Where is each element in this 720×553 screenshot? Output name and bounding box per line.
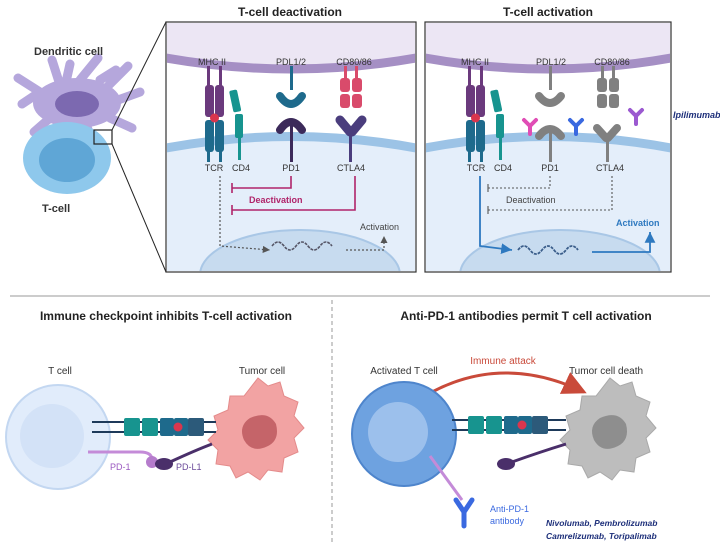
anti-pd1-antibody-label-1: Anti-PD-1 [490,504,529,514]
t-cell-label-bottom: T cell [48,366,72,377]
label-pdl1-2-active: PDL1/2 [536,57,566,67]
label-tcr: TCR [205,163,224,173]
tumor-cell [207,377,305,481]
anti-pd1-panel: Anti-PD-1 antibodies permit T cell activ… [351,309,657,541]
label-pd1: PD1 [282,163,300,173]
zoom-line-bottom [111,143,167,273]
t-cell-small [23,122,111,194]
tcr-mhc-bridge [92,418,216,436]
dendritic-tcell-illustration: Dendritic cell T-cell [13,21,167,273]
pd1-bound-antibody [428,455,475,529]
mhc-tcr-complex-active [466,66,504,162]
zoom-line-top [111,21,167,131]
label-tcr-active: TCR [467,163,486,173]
checkpoint-panel-title: Immune checkpoint inhibits T-cell activa… [40,309,292,323]
mhc-tcr-complex [205,66,243,162]
activation-panel: T-cell activation [424,5,672,273]
activation-solid-path [479,176,513,255]
deactivation-label-active: Deactivation [506,195,556,205]
pdl1-pd1-blocked [522,66,584,162]
label-pd1-active: PD1 [541,163,559,173]
label-cd4: CD4 [232,163,250,173]
label-ctla4-active: CTLA4 [596,163,624,173]
deactivation-panel-title: T-cell deactivation [238,5,342,19]
label-cd4-active: CD4 [494,163,512,173]
t-cell-large [5,384,111,490]
pd1-pdl1-binding [88,442,213,470]
drugs-line-2: Camrelizumab, Toripalimab [546,531,657,541]
dying-tumor-cell [559,377,657,481]
activation-label: Activation [360,222,399,232]
activated-t-cell [351,381,457,487]
activation-label-active: Activation [616,218,660,228]
deactivation-inhibition-lines [231,176,356,215]
dna-strand [271,241,333,251]
label-ctla4: CTLA4 [337,163,365,173]
label-cd80-86: CD80/86 [336,57,372,67]
deactivation-label: Deactivation [249,195,303,205]
deactivation-panel: T-cell deactivation [165,5,417,273]
dendritic-cell-label: Dendritic cell [34,46,103,58]
anti-pd1-panel-title: Anti-PD-1 antibodies permit T cell activ… [400,309,651,323]
dna-strand-active [517,245,579,255]
pd1-label-bottom: PD-1 [110,462,131,472]
cd80-ctla4-complex [335,66,367,162]
activation-panel-title: T-cell activation [503,5,593,19]
antibody-blue-top [568,118,584,136]
cd80-ctla4-blocked [593,66,644,162]
label-mhc2: MHC II [198,57,226,67]
label-mhc2-active: MHC II [461,57,489,67]
activation-solid-out [592,232,656,253]
checkpoint-inhibition-panel: Immune checkpoint inhibits T-cell activa… [5,309,305,490]
zoom-box [93,129,113,145]
t-cell-label: T-cell [42,203,70,215]
activation-dotted-path [219,176,271,254]
pdl1-label-bottom: PD-L1 [176,462,202,472]
ipilimumab-label: Ipilimumab [673,110,720,120]
label-cd80-86-active: CD80/86 [594,57,630,67]
immune-attack-label: Immune attack [470,356,537,367]
blocked-deactivation-lines [487,176,613,214]
antibody-purple [628,108,644,126]
free-pdl1 [497,442,567,470]
anti-pd1-antibody-label-2: antibody [490,516,525,526]
drugs-line-1: Nivolumab, Pembrolizumab [546,518,657,528]
tumor-cell-label: Tumor cell [239,366,285,377]
label-pdl1-2: PDL1/2 [276,57,306,67]
activation-dotted-out [346,236,388,251]
tumor-cell-death-label: Tumor cell death [569,366,643,377]
antibody-magenta [522,118,538,136]
pdl1-pd1-complex [276,66,306,162]
tcr-mhc-bridge-active [452,416,566,434]
activated-t-cell-label: Activated T cell [370,366,437,377]
immune-attack-arrow [431,371,587,394]
